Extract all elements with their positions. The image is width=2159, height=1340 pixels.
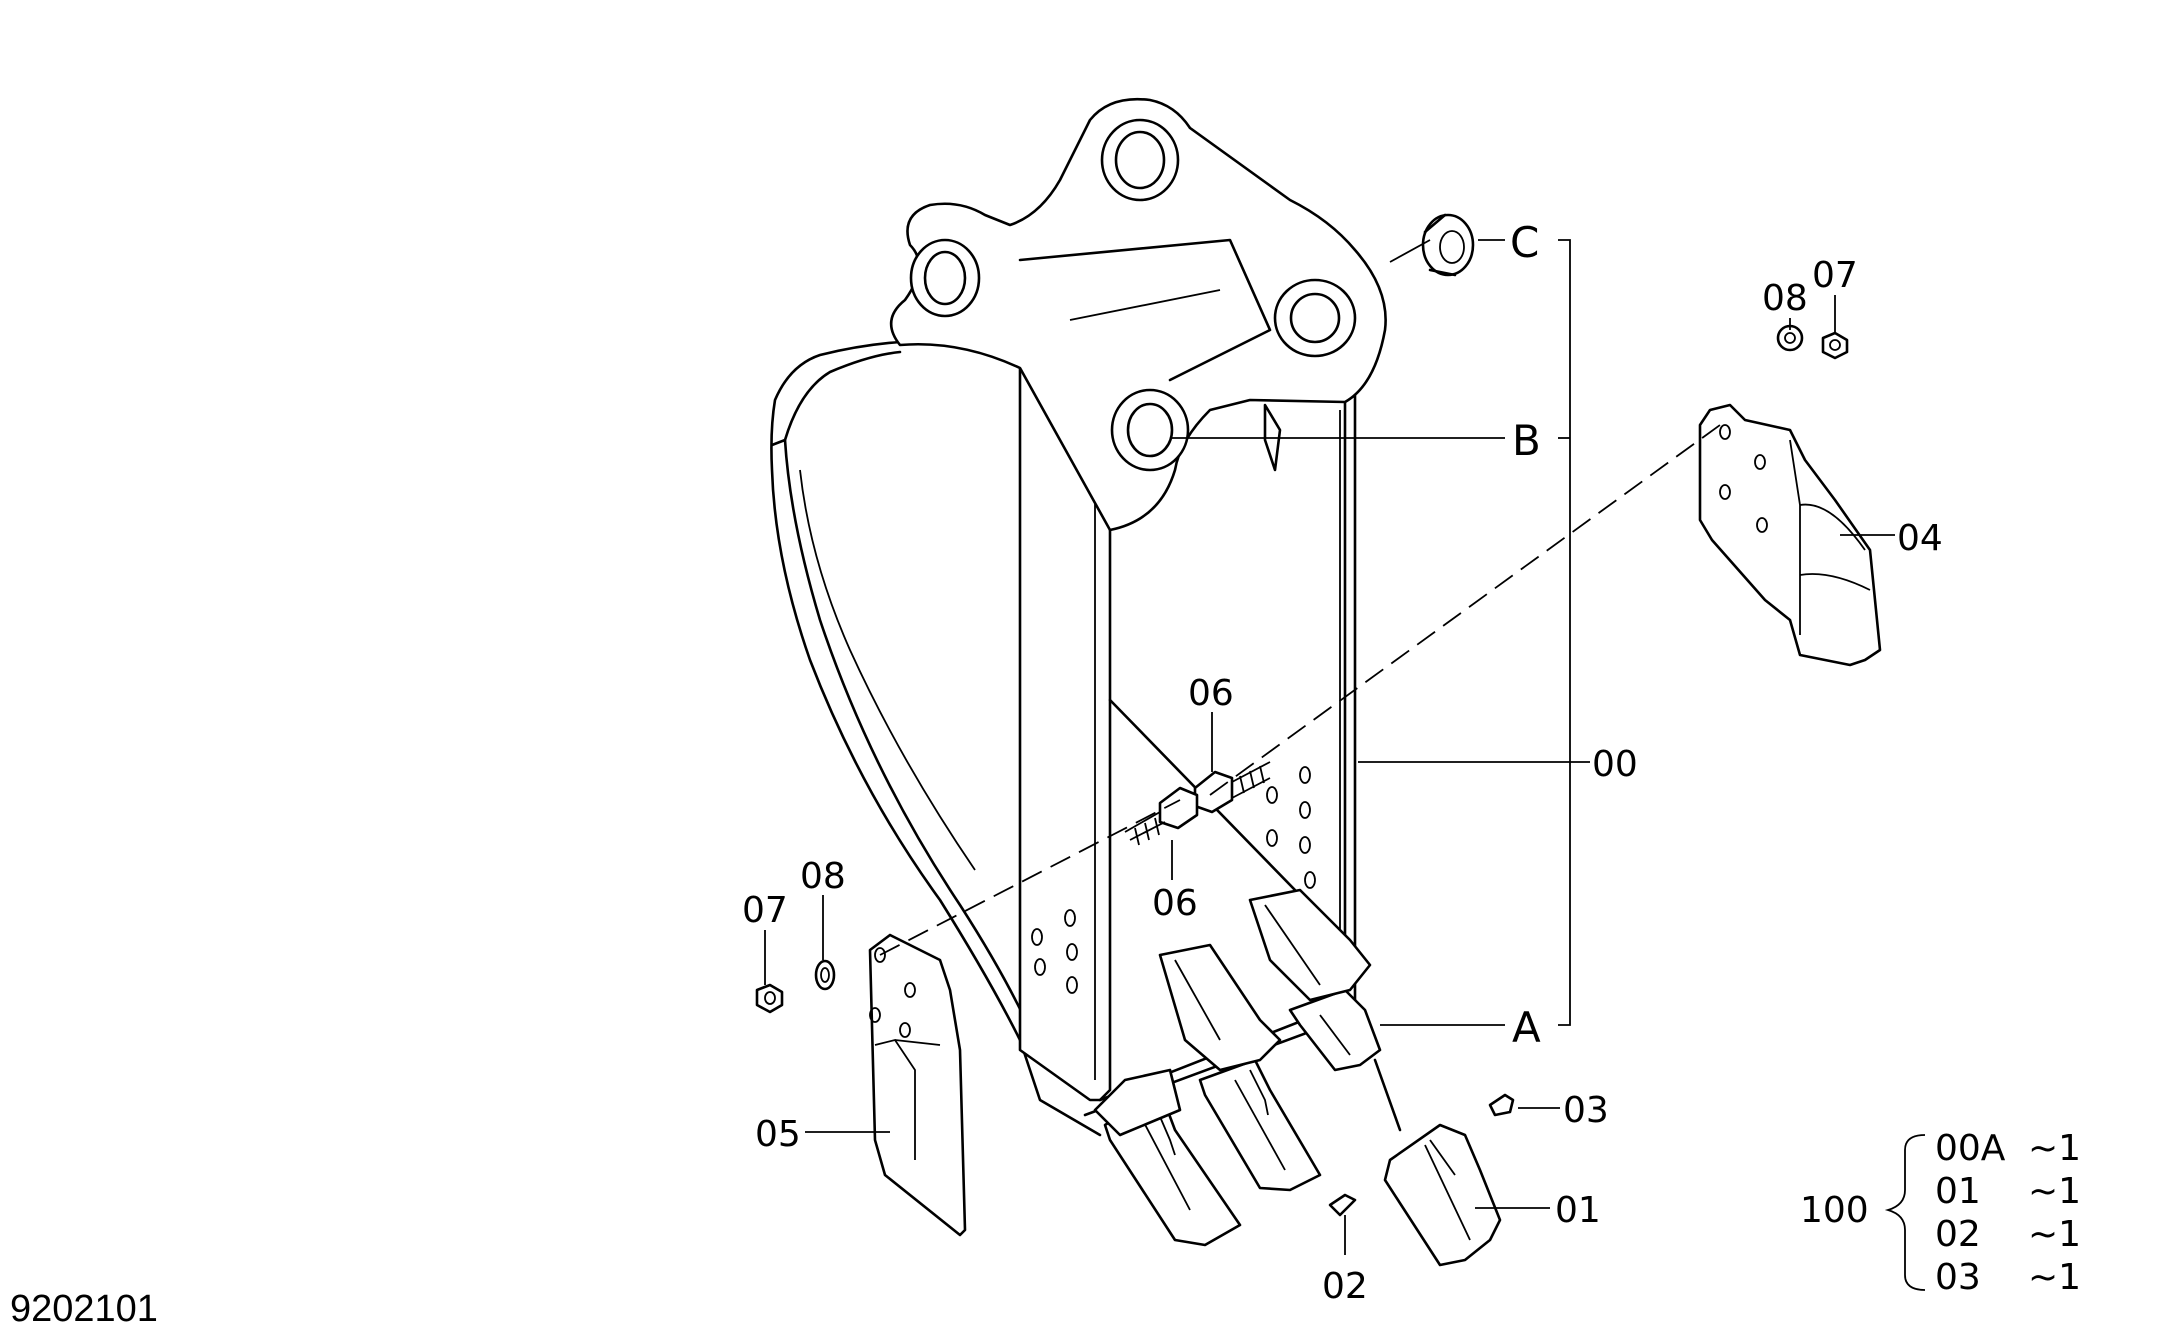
side-cutter-part-05 — [868, 933, 967, 1237]
kit-row-part: 02 — [1935, 1214, 1981, 1255]
shim-part-C — [1421, 213, 1475, 277]
callout-B: B — [1512, 416, 1541, 465]
side-cutter-part-04 — [1698, 403, 1882, 667]
kit-row-part: 01 — [1935, 1171, 1981, 1212]
callout-part-00: 00 — [1592, 744, 1638, 785]
callout-part-06-upper: 06 — [1188, 673, 1234, 714]
kit-row-qty: ~1 — [2028, 1128, 2081, 1169]
callout-part-03: 03 — [1563, 1090, 1609, 1131]
callout-part-06-lower: 06 — [1152, 883, 1198, 924]
kit-row-qty: ~1 — [2028, 1214, 2081, 1255]
kit-table: 100 00A ~1 01 ~1 02 ~1 03 ~1 — [1800, 1128, 2081, 1298]
callout-part-07-left: 07 — [742, 890, 788, 931]
lock-part-03 — [1488, 1093, 1515, 1117]
bolt-part-06-upper — [1193, 761, 1271, 814]
kit-row-part: 03 — [1935, 1257, 1981, 1298]
bolt-part-06-lower — [1124, 786, 1199, 846]
nut-part-07-right — [1821, 331, 1849, 360]
kit-row-part: 00A — [1935, 1128, 2006, 1169]
bolt-axis-left — [879, 799, 1181, 956]
pin-part-02 — [1328, 1193, 1357, 1217]
nut-part-07-left — [755, 983, 784, 1014]
callout-part-01: 01 — [1555, 1190, 1601, 1231]
kit-number: 100 — [1800, 1190, 1869, 1231]
diagram-id: 9202101 — [10, 1288, 158, 1330]
callout-part-05: 05 — [755, 1114, 801, 1155]
callout-part-04: 04 — [1897, 518, 1943, 559]
callout-part-08-left: 08 — [800, 856, 846, 897]
exploded-tooth-assembly — [1328, 1058, 1515, 1267]
washer-part-08-left — [814, 959, 836, 991]
callout-C: C — [1510, 218, 1539, 267]
side-plate-bolt-holes — [1031, 766, 1316, 994]
bolt-axis-right — [1209, 424, 1721, 796]
callout-part-08-right: 08 — [1762, 278, 1808, 319]
bucket-teeth — [1093, 888, 1382, 1247]
leader-lines — [764, 239, 1895, 1255]
kit-row-qty: ~1 — [2028, 1171, 2081, 1212]
callout-part-02: 02 — [1322, 1266, 1368, 1307]
kit-brace — [1884, 1134, 1926, 1291]
kit-row-qty: ~1 — [2028, 1257, 2081, 1298]
callout-part-07-right: 07 — [1812, 255, 1858, 296]
bucket-body — [770, 97, 1387, 1137]
callout-A: A — [1512, 1003, 1541, 1052]
